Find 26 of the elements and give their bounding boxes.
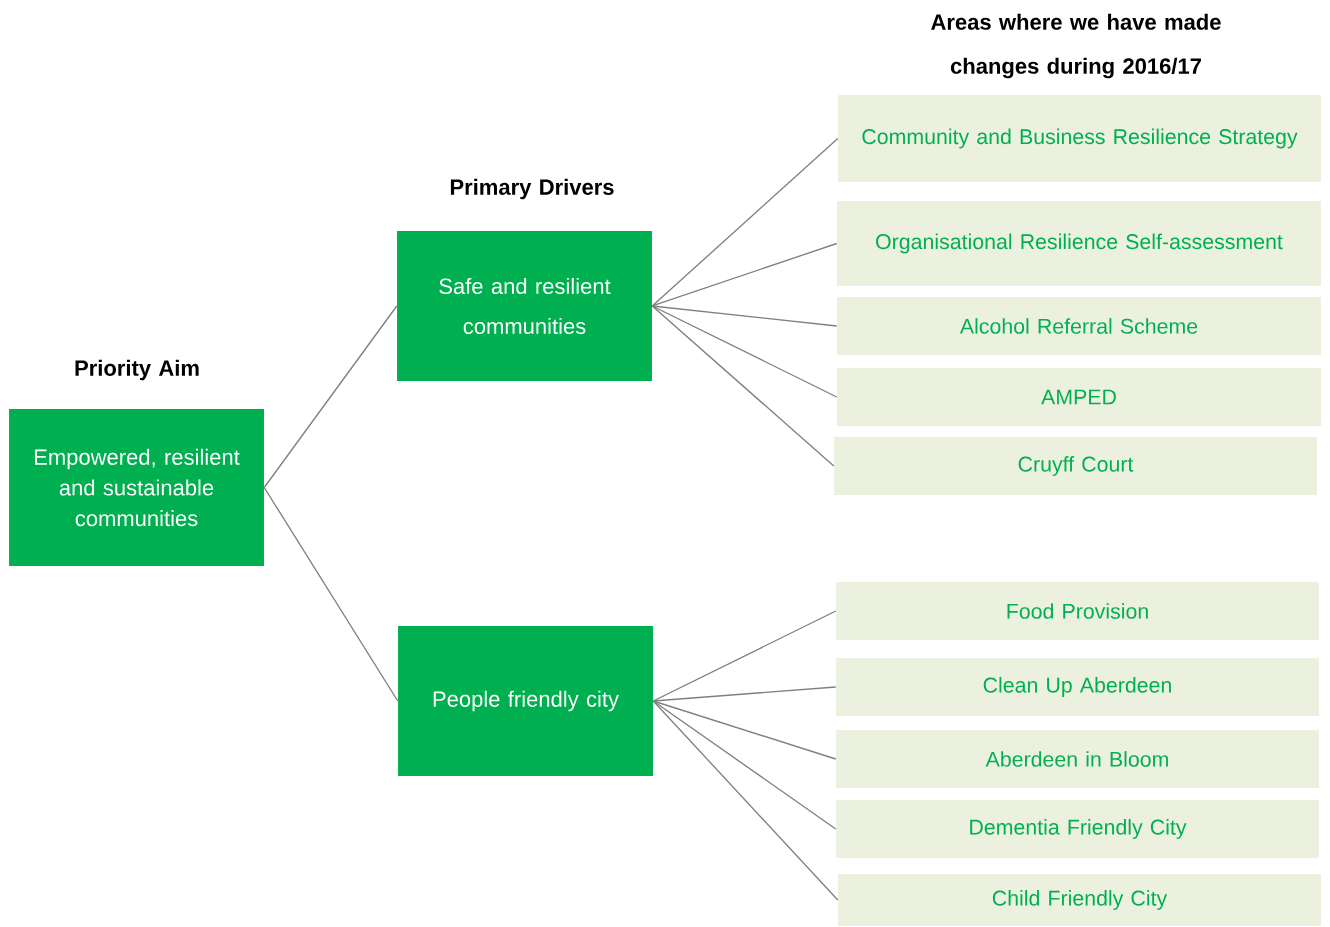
connector-line — [651, 305, 838, 398]
connector-line — [652, 686, 837, 702]
area-box: Organisational Resilience Self-assessment — [837, 200, 1321, 287]
area-box: Child Friendly City — [838, 874, 1321, 926]
connector-line — [652, 610, 837, 702]
area-box: Aberdeen in Bloom — [836, 730, 1319, 788]
connector-line — [652, 700, 837, 760]
connector-line — [651, 137, 839, 307]
connector-line — [263, 486, 399, 702]
connector-line — [651, 305, 835, 467]
driver-box: Safe and resilient communities — [397, 231, 652, 381]
area-box: Cruyff Court — [834, 437, 1317, 495]
area-box: Community and Business Resilience Strategy — [838, 95, 1321, 182]
aim-box: Empowered, resilient and sustainable communities — [9, 408, 264, 567]
connector-line — [652, 700, 839, 901]
area-box: Dementia Friendly City — [836, 800, 1319, 858]
connector-line — [651, 242, 838, 307]
driver-box: People friendly city — [398, 626, 653, 776]
connector-line — [651, 305, 838, 327]
connector-line — [263, 305, 398, 489]
area-box: Clean Up Aberdeen — [836, 658, 1319, 716]
column-heading: Priority Aim — [75, 359, 199, 381]
area-box: Food Provision — [836, 582, 1319, 640]
area-box: Alcohol Referral Scheme — [837, 297, 1321, 355]
area-box: AMPED — [837, 368, 1321, 426]
column-heading: Primary Drivers — [450, 178, 614, 200]
